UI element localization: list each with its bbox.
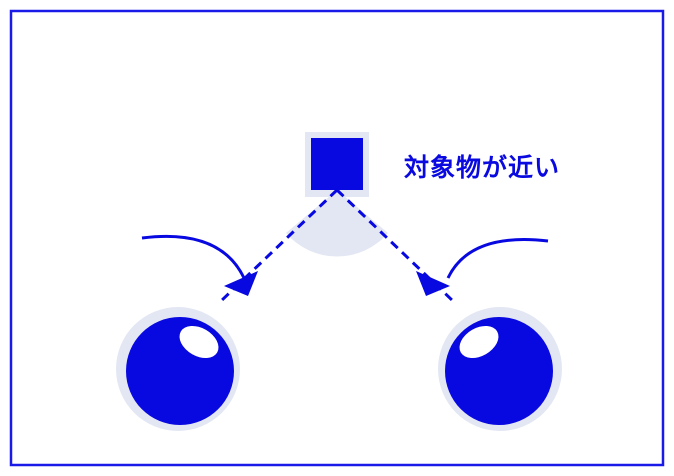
left-sight-line: [218, 188, 339, 304]
left-rotation-arrow: [141, 234, 246, 279]
convergence-angle-sector: [286, 190, 388, 257]
object-close-label: 対象物が近い: [404, 153, 561, 182]
left-eye: [116, 307, 240, 431]
object-square: [311, 138, 363, 190]
right-arrowhead: [416, 271, 450, 296]
right-rotation-arrow: [446, 238, 549, 279]
left-arrowhead: [224, 271, 258, 296]
frame: [9, 9, 665, 467]
right-sight-line: [335, 188, 456, 304]
right-eye: [438, 307, 562, 431]
